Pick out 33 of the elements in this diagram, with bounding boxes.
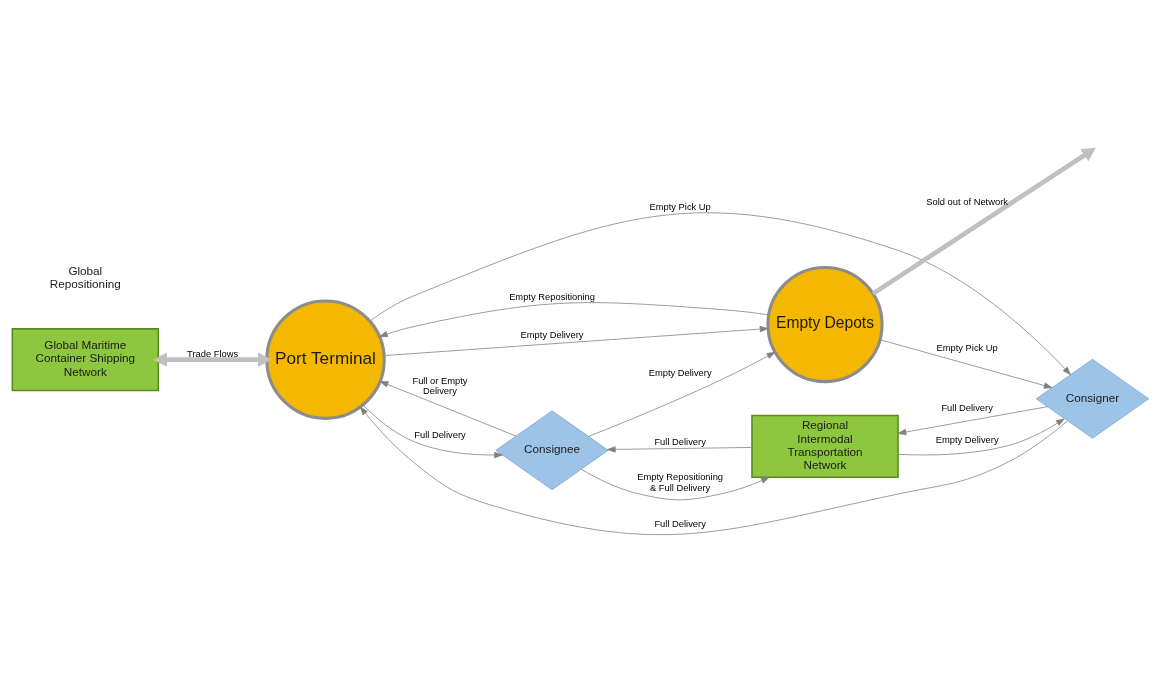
edge-label: Full Delivery <box>941 402 993 413</box>
edge-label: Empty Delivery <box>648 367 712 378</box>
arrow <box>879 338 1053 389</box>
edge-label: Full Delivery <box>654 518 706 529</box>
node-box: Global Maritime Container Shipping Network <box>11 327 160 391</box>
edge-label: Full Delivery <box>414 429 466 440</box>
edge-label: Full or Empty Delivery <box>412 375 468 396</box>
arrow <box>383 325 769 356</box>
arrow <box>581 468 770 500</box>
edge-label: Empty Pick Up <box>936 342 998 353</box>
edge-label: Empty Repositioning <box>509 291 595 302</box>
arrow <box>379 301 770 337</box>
edge-label: Empty Delivery <box>520 329 584 340</box>
arrow <box>153 352 272 367</box>
node-box: Regional Intermodal Transportation Network <box>751 414 899 478</box>
edge-label: Trade Flows <box>187 348 239 359</box>
arrow <box>897 405 1048 435</box>
edge-label: Full Delivery <box>654 436 706 447</box>
edge-label: Empty Pick Up <box>649 201 711 212</box>
arrow <box>379 380 517 436</box>
edge-label: Empty Delivery <box>935 434 999 445</box>
node-diamond: Consigner <box>1035 358 1150 439</box>
arrow <box>607 445 753 452</box>
arrow <box>871 147 1096 296</box>
arrow <box>359 406 1068 535</box>
arrow <box>369 212 1071 375</box>
edge-label: Empty Repositioning & Full Delivery <box>637 471 724 493</box>
arrow <box>897 417 1065 455</box>
label: Global Repositioning <box>49 263 121 290</box>
arrow <box>588 351 776 437</box>
edge-label: Sold out of Network <box>926 196 1008 207</box>
node-circle: Port Terminal <box>265 298 386 420</box>
arrow <box>362 404 503 458</box>
